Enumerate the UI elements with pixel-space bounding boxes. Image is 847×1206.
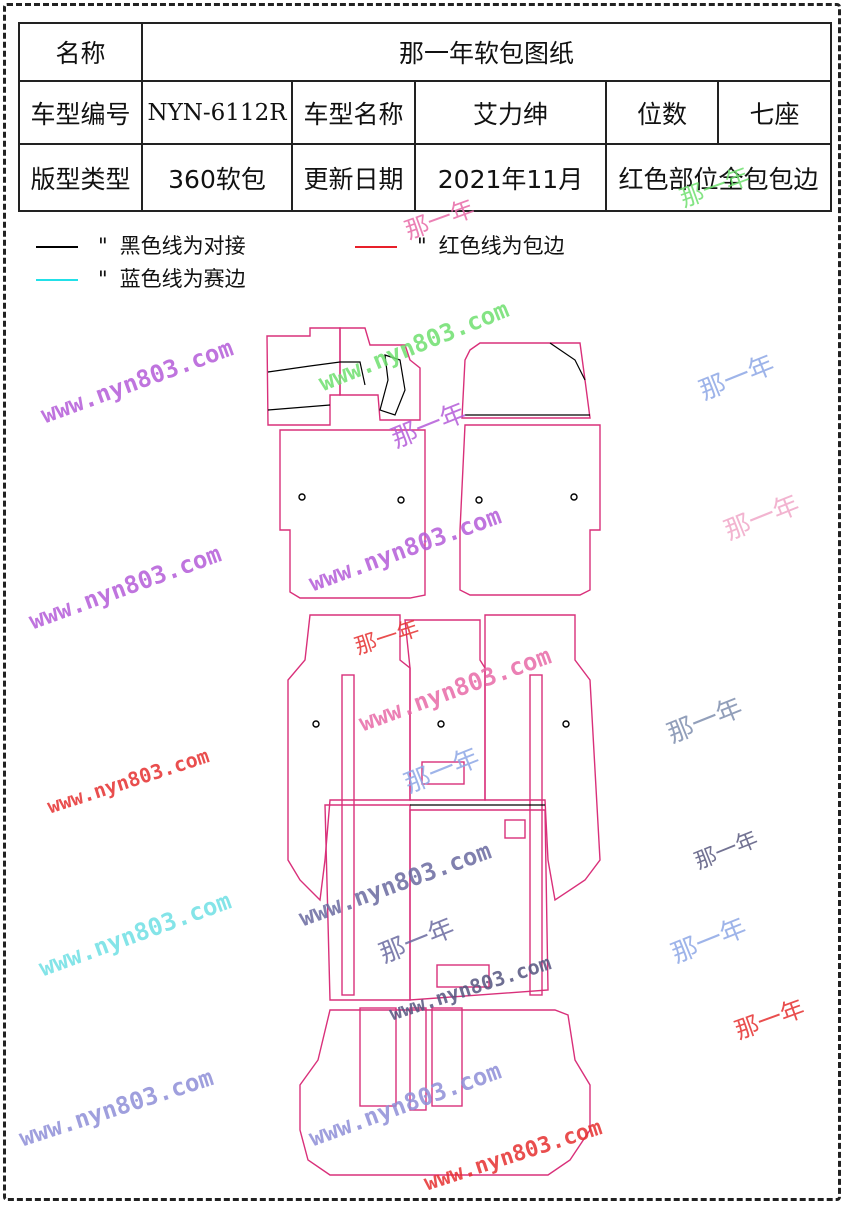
legend-red: " 红色线为包边	[355, 230, 565, 260]
black-line-swatch	[36, 246, 78, 248]
name-value: 那一年软包图纸	[140, 22, 833, 82]
parts-value: 红色部位全包包边	[604, 143, 833, 212]
rear-center-piece	[409, 809, 549, 1001]
legend-blue: " 蓝色线为赛边	[36, 263, 246, 293]
spec-table: 名称 那一年软包图纸 车型编号 NYN-6112R 车型名称 艾力绅 位数 七座…	[18, 22, 833, 212]
legend-quote: "	[98, 267, 108, 291]
seats-value: 七座	[716, 80, 833, 145]
legend-quote: "	[417, 234, 427, 258]
front-right-floor-piece	[459, 424, 601, 596]
hole	[475, 496, 483, 504]
hole	[312, 720, 320, 728]
seam-lines	[267, 342, 590, 806]
rail-left	[341, 674, 355, 996]
blue-line-swatch	[36, 279, 78, 281]
model-no-value: NYN-6112R	[141, 80, 293, 145]
hole	[298, 493, 306, 501]
seam	[379, 354, 406, 416]
pattern-outlines	[266, 327, 601, 1176]
page-border	[3, 3, 841, 1201]
seam	[549, 342, 586, 381]
rear-left-piece	[324, 804, 411, 1001]
hole	[437, 720, 445, 728]
hole	[397, 496, 405, 504]
legend-quote: "	[98, 234, 108, 258]
rear-cutout	[504, 819, 526, 839]
legend-black-text: 黑色线为对接	[119, 234, 246, 258]
red-line-swatch	[355, 246, 397, 248]
hole	[562, 720, 570, 728]
seam	[267, 404, 331, 411]
front-left-tunnel-piece	[339, 327, 421, 421]
rear-slot	[436, 964, 490, 988]
console-cutout	[421, 761, 465, 785]
trunk-piece	[299, 1009, 591, 1176]
legend-blue-text: 蓝色线为赛边	[119, 267, 246, 291]
legend-red-text: 红色线为包边	[438, 234, 565, 258]
trunk-strip-1	[359, 1007, 397, 1107]
type-value: 360软包	[141, 143, 293, 212]
model-name-label: 车型名称	[291, 80, 416, 145]
front-left-upper-piece	[266, 327, 341, 426]
seam	[267, 361, 366, 386]
hole	[570, 493, 578, 501]
model-name-value: 艾力绅	[414, 80, 607, 145]
middle-center-piece	[404, 619, 486, 801]
type-label: 版型类型	[18, 143, 143, 212]
front-left-floor-piece	[279, 429, 426, 599]
rail-right	[529, 674, 543, 996]
date-label: 更新日期	[291, 143, 416, 212]
legend-black: " 黑色线为对接	[36, 230, 246, 260]
model-no-label: 车型编号	[18, 80, 143, 145]
front-right-upper-piece	[461, 342, 591, 419]
middle-left-piece	[287, 614, 411, 902]
date-value: 2021年11月	[414, 143, 607, 212]
seats-label: 位数	[605, 80, 719, 145]
trunk-strip-2	[409, 1007, 427, 1111]
middle-right-piece	[484, 614, 601, 902]
trunk-strip-3	[431, 1007, 463, 1107]
name-label: 名称	[18, 22, 143, 82]
